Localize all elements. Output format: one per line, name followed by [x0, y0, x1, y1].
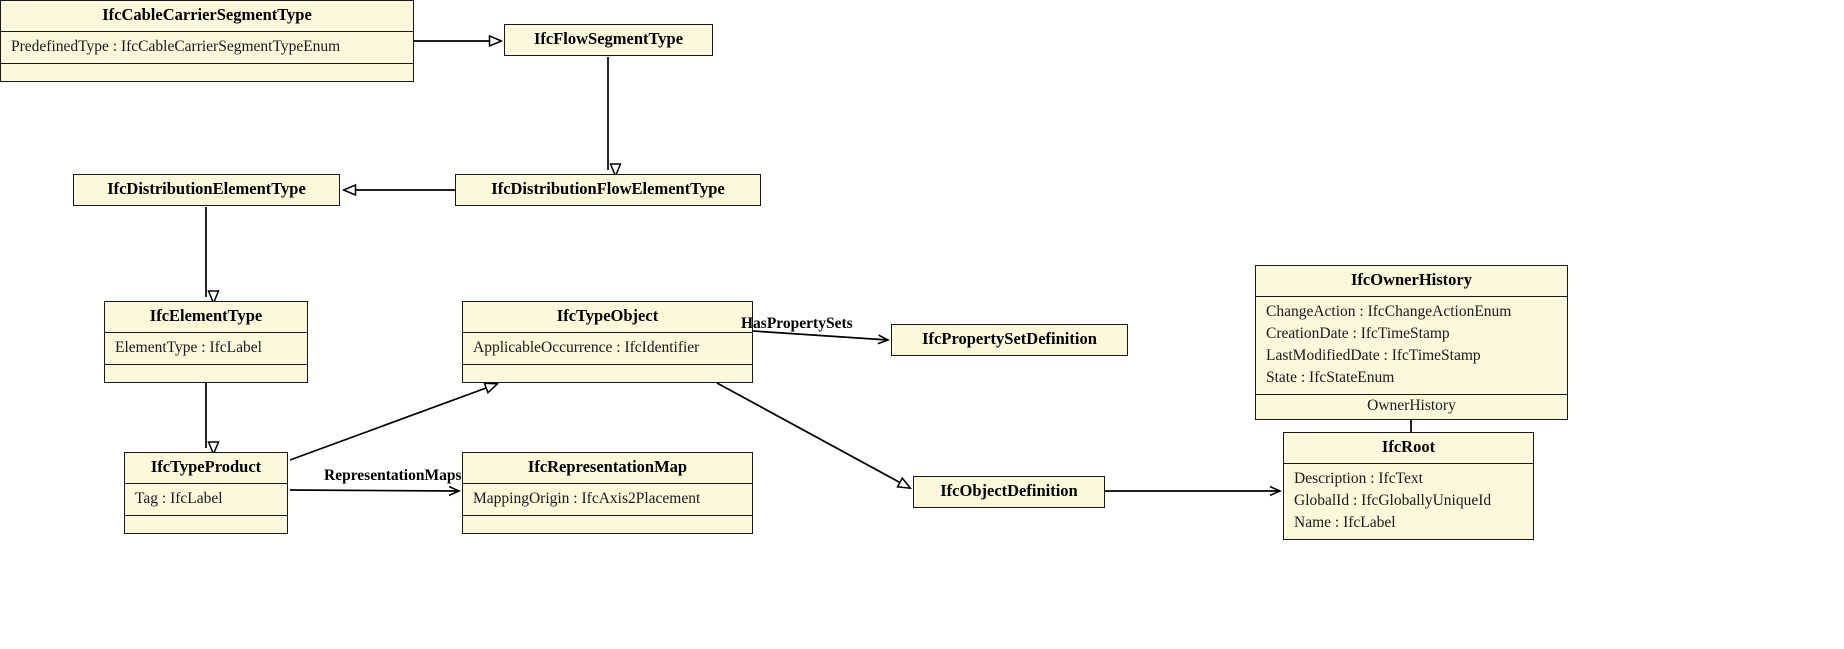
class-attributes: ElementType : IfcLabel: [105, 331, 307, 364]
class-attribute: PredefinedType : IfcCableCarrierSegmentT…: [11, 37, 341, 55]
class-attribute: State : IfcStateEnum: [1266, 368, 1395, 386]
uml-class-IfcFlowSegmentType[interactable]: IfcFlowSegmentType: [504, 24, 713, 56]
class-empty-compartment: [105, 363, 307, 382]
uml-class-IfcPropertySetDefinition[interactable]: IfcPropertySetDefinition: [891, 324, 1128, 356]
class-attributes: MappingOrigin : IfcAxis2Placement: [463, 482, 752, 515]
class-association-role: OwnerHistory: [1256, 393, 1567, 419]
edge-typeproduct-to-representationmap: [289, 490, 459, 491]
class-attributes: PredefinedType : IfcCableCarrierSegmentT…: [1, 30, 413, 63]
class-attribute: ChangeAction : IfcChangeActionEnum: [1266, 302, 1512, 320]
class-name: IfcObjectDefinition: [940, 481, 1078, 500]
class-name: IfcCableCarrierSegmentType: [102, 5, 312, 24]
class-empty-compartment: [463, 514, 752, 533]
class-attribute: LastModifiedDate : IfcTimeStamp: [1266, 346, 1481, 364]
class-empty-compartment: [1, 62, 413, 81]
uml-class-IfcDistributionElementType[interactable]: IfcDistributionElementType: [73, 174, 340, 206]
edge-label-RepresentationMaps: RepresentationMaps: [324, 467, 462, 484]
class-attribute: Tag : IfcLabel: [135, 489, 223, 507]
class-name: IfcRoot: [1381, 437, 1436, 456]
uml-class-IfcObjectDefinition[interactable]: IfcObjectDefinition: [913, 476, 1105, 508]
class-attribute: ElementType : IfcLabel: [115, 338, 262, 356]
class-name: IfcElementType: [149, 306, 263, 325]
class-attribute: GlobalId : IfcGloballyUniqueId: [1294, 491, 1492, 509]
class-attributes: Tag : IfcLabel: [125, 482, 287, 515]
class-name: IfcFlowSegmentType: [533, 29, 684, 48]
class-name: IfcOwnerHistory: [1351, 270, 1472, 289]
class-attribute: MappingOrigin : IfcAxis2Placement: [473, 489, 701, 507]
edge-label-HasPropertySets: HasPropertySets: [741, 315, 853, 332]
class-empty-compartment: [463, 363, 752, 382]
class-attribute: Name : IfcLabel: [1294, 513, 1396, 531]
class-name: IfcTypeProduct: [150, 457, 262, 476]
class-attribute: CreationDate : IfcTimeStamp: [1266, 324, 1450, 342]
class-name: IfcTypeObject: [556, 306, 659, 325]
class-name: IfcPropertySetDefinition: [922, 329, 1097, 348]
class-attributes: ApplicableOccurrence : IfcIdentifier: [463, 331, 752, 364]
edge-typeproduct-to-typeobject: [289, 384, 497, 461]
uml-class-IfcDistributionFlowElementType[interactable]: IfcDistributionFlowElementType: [455, 174, 761, 206]
class-attribute: ApplicableOccurrence : IfcIdentifier: [473, 338, 700, 356]
class-empty-compartment: [125, 514, 287, 533]
class-name: IfcDistributionElementType: [107, 179, 306, 198]
class-attribute: Description : IfcText: [1294, 469, 1423, 487]
class-name: IfcDistributionFlowElementType: [491, 179, 725, 198]
class-name: IfcRepresentationMap: [527, 457, 688, 476]
